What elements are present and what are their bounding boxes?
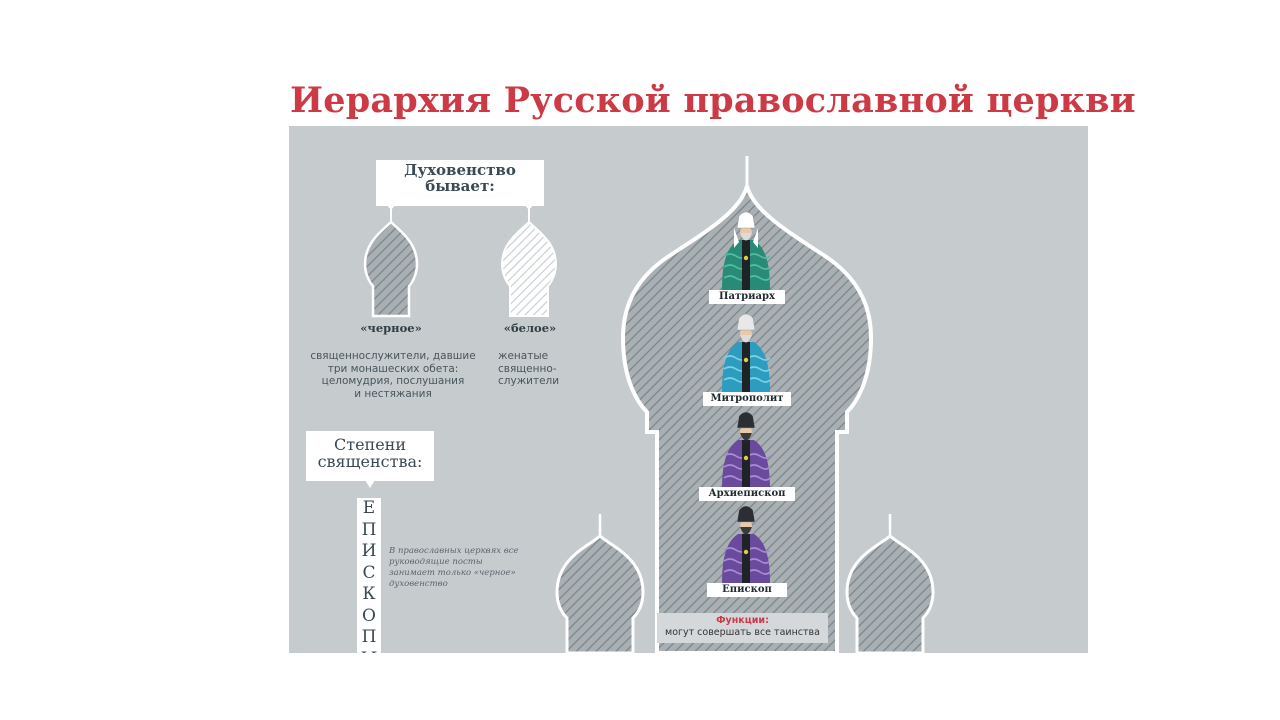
rank-label-archbishop: Архиепископ [699, 487, 795, 501]
functions-text: могут совершать все таинства [665, 627, 820, 638]
functions-label: Функции: [716, 615, 769, 626]
small-dome-right [845, 514, 935, 653]
page-title: Иерархия Русской православной церкви [290, 80, 1136, 121]
white-clergy-description: женатые священно- служители [498, 350, 560, 387]
bishops-vertical-label: Е П И С К О П Ы [357, 498, 381, 653]
infographic-panel: Духовенство бывает: «черное» «белое» свя… [289, 126, 1088, 653]
black-clergy-label: «черное» [360, 321, 422, 335]
clergy-types-heading: Духовенство бывает: [376, 160, 544, 206]
metropolitan-figure [722, 313, 771, 392]
white-clergy-label: «белое» [503, 321, 557, 335]
archbishop-figure [722, 411, 771, 490]
rank-label-metropolitan: Митрополит [703, 392, 791, 406]
black-clergy-description: священнослужители, давшие три монашеских… [310, 350, 476, 400]
functions-box: Функции: могут совершать все таинства [657, 613, 828, 643]
cathedral-illustration [363, 156, 935, 653]
degrees-heading: Степени священства: [306, 431, 434, 481]
rank-label-bishop: Епископ [707, 583, 787, 597]
black-clergy-dome-icon [363, 220, 419, 318]
small-dome-left [555, 514, 645, 653]
patriarch-figure [722, 211, 771, 290]
rank-label-patriarch: Патриарх [709, 290, 785, 304]
note-black-clergy: В православных церквях все руководящие п… [389, 546, 519, 589]
bishop-figure [722, 505, 771, 584]
white-clergy-dome-icon [500, 220, 558, 317]
